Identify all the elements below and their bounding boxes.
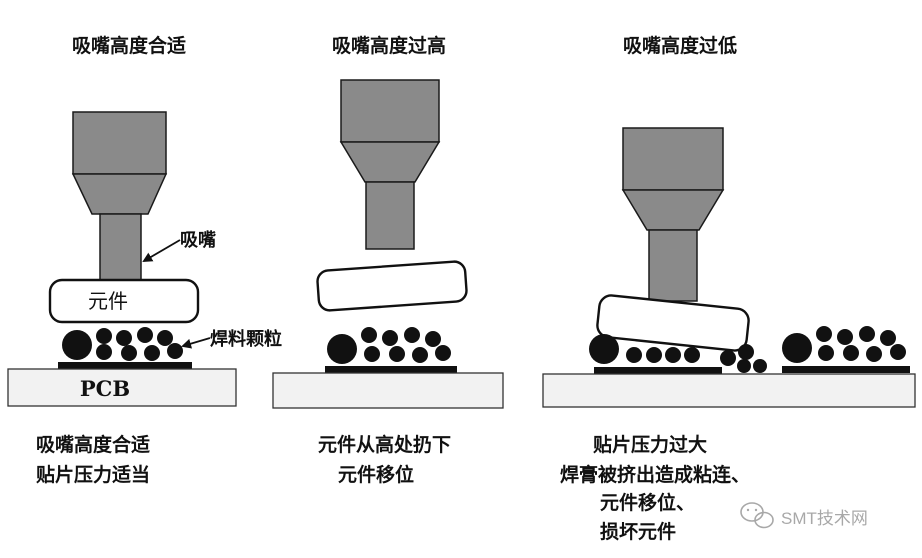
solder-ball <box>890 344 906 360</box>
solder-ball <box>404 327 420 343</box>
component-3-tilted <box>596 294 750 352</box>
solder-ball <box>859 326 875 342</box>
solder-ball <box>167 343 183 359</box>
solder-ball <box>589 334 619 364</box>
nozzle-label-arrow <box>142 239 181 263</box>
solder-particles-3-right <box>782 326 906 363</box>
panel-2-caption-line-1: 元件从高处扔下 <box>318 433 451 456</box>
solder-particles-3-left <box>589 334 767 373</box>
nozzle-1-taper <box>71 173 168 215</box>
solder-ball <box>425 331 441 347</box>
pcb-board-1 <box>7 368 237 407</box>
nozzle-2-taper <box>339 141 441 183</box>
solder-ball <box>116 330 132 346</box>
pcb-board-3 <box>542 373 916 408</box>
panel-3-caption-line-4: 损坏元件 <box>600 520 676 543</box>
solder-ball <box>816 326 832 342</box>
panel-2-caption-line-2: 元件移位 <box>338 463 414 486</box>
solder-ball <box>144 345 160 361</box>
nozzle-2-head <box>340 79 440 143</box>
solder-ball <box>412 347 428 363</box>
solder-pad-3-right <box>782 366 910 373</box>
solder-ball <box>720 350 736 366</box>
nozzle-2-tip <box>365 181 415 250</box>
solder-ball <box>843 345 859 361</box>
watermark-text: SMT技术网 <box>781 509 868 528</box>
component-2-falling <box>316 260 468 312</box>
solder-ball <box>96 328 112 344</box>
solder-ball <box>782 333 812 363</box>
panel-height-too-high: 吸嘴高度过高 元件从高处扔下 元件移位 <box>272 34 504 486</box>
solder-ball <box>818 345 834 361</box>
nozzle-3-taper <box>621 189 725 231</box>
solder-ball <box>753 359 767 373</box>
nozzle-3-head <box>622 127 724 191</box>
solder-ball <box>96 344 112 360</box>
component-1 <box>48 278 200 324</box>
solder-label-arrow <box>181 337 211 349</box>
panel-3-caption-line-2: 焊膏被挤出造成粘连、 <box>560 463 750 486</box>
solder-ball <box>837 329 853 345</box>
solder-ball <box>435 345 451 361</box>
solder-ball <box>382 330 398 346</box>
nozzle-label: 吸嘴 <box>180 230 216 251</box>
solder-particles-1 <box>62 327 183 361</box>
solder-pad-2 <box>325 366 457 373</box>
nozzle-3-tip <box>648 229 698 302</box>
pcb-label: PCB <box>80 376 130 401</box>
solder-ball <box>137 327 153 343</box>
solder-ball <box>738 344 754 360</box>
panel-3-caption-line-1: 贴片压力过大 <box>593 433 707 456</box>
panel-1-caption-line-1: 吸嘴高度合适 <box>36 433 150 456</box>
solder-ball <box>684 347 700 363</box>
nozzle-2 <box>339 79 441 250</box>
panel-1-title: 吸嘴高度合适 <box>72 34 186 57</box>
nozzle-1-tip <box>99 213 142 281</box>
solder-particles-2 <box>327 327 451 364</box>
solder-ball <box>665 347 681 363</box>
solder-ball <box>327 334 357 364</box>
solder-ball <box>646 347 662 363</box>
wechat-icon <box>740 502 774 529</box>
watermark: SMT技术网 <box>740 502 868 529</box>
nozzle-1 <box>71 111 168 281</box>
solder-ball <box>737 359 751 373</box>
solder-ball <box>389 346 405 362</box>
panel-height-too-low: 吸嘴高度过低 <box>542 34 916 543</box>
pcb-board-2 <box>272 372 504 409</box>
solder-ball <box>62 330 92 360</box>
component-label: 元件 <box>88 289 128 313</box>
nozzle-3 <box>621 127 725 302</box>
solder-pad-3-left <box>594 367 722 374</box>
solder-label: 焊料颗粒 <box>210 328 282 350</box>
solder-ball <box>157 330 173 346</box>
solder-ball <box>121 345 137 361</box>
panel-2-title: 吸嘴高度过高 <box>332 34 446 57</box>
nozzle-1-head <box>72 111 167 175</box>
panel-correct-height: 吸嘴高度合适 元件 吸嘴 焊料颗粒 PCB 吸嘴高度合适 贴片压力适当 <box>7 34 282 486</box>
panel-1-caption-line-2: 贴片压力适当 <box>36 463 150 486</box>
solder-ball <box>361 327 377 343</box>
solder-ball <box>866 346 882 362</box>
solder-ball <box>626 347 642 363</box>
panel-3-title: 吸嘴高度过低 <box>623 34 737 57</box>
solder-pad-1 <box>58 362 192 369</box>
solder-ball <box>880 330 896 346</box>
solder-ball <box>364 346 380 362</box>
panel-3-caption-line-3: 元件移位、 <box>600 491 695 514</box>
